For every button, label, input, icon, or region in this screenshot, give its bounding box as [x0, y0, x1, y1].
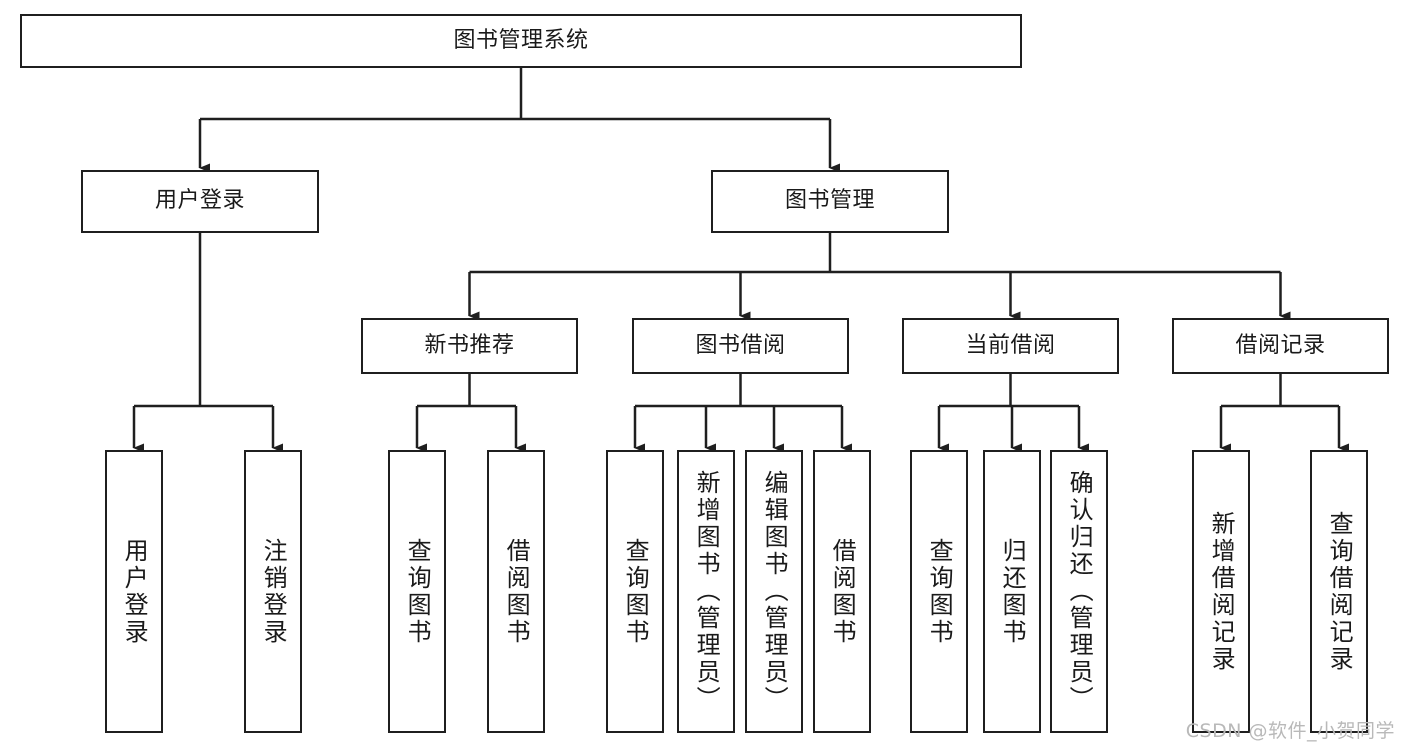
- node-leaf-leaf-query-book-2: 查询图书: [606, 450, 664, 733]
- node-label: 用户登录: [154, 188, 245, 214]
- node-current-borrow: 当前借阅: [902, 318, 1119, 374]
- node-borrow-record: 借阅记录: [1172, 318, 1389, 374]
- node-label: 用户登录: [120, 537, 149, 646]
- node-leaf-leaf-query-book-1: 查询图书: [388, 450, 446, 733]
- node-label: 借阅记录: [1235, 332, 1326, 358]
- node-leaf-leaf-query-record: 查询借阅记录: [1310, 450, 1368, 733]
- node-label: 查询图书: [621, 537, 650, 646]
- node-label: 确认归还（管理员）: [1065, 470, 1094, 713]
- node-label: 归还图书: [998, 537, 1027, 646]
- node-leaf-leaf-confirm-return: 确认归还（管理员）: [1050, 450, 1108, 733]
- node-leaf-leaf-return-book: 归还图书: [983, 450, 1041, 733]
- node-label: 查询借阅记录: [1325, 510, 1354, 673]
- node-leaf-leaf-query-book-3: 查询图书: [910, 450, 968, 733]
- node-label: 查询图书: [925, 537, 954, 646]
- node-label: 查询图书: [403, 537, 432, 646]
- node-label: 图书管理: [784, 188, 875, 214]
- node-label: 新增图书（管理员）: [692, 470, 721, 713]
- watermark-text: CSDN @软件_小贺同学: [1185, 720, 1395, 742]
- node-leaf-leaf-logout: 注销登录: [244, 450, 302, 733]
- node-label: 当前借阅: [965, 332, 1056, 358]
- node-leaf-leaf-add-record: 新增借阅记录: [1192, 450, 1250, 733]
- node-leaf-leaf-add-book: 新增图书（管理员）: [677, 450, 735, 733]
- node-root-root: 图书管理系统: [20, 14, 1022, 68]
- node-book-manage: 图书管理: [711, 170, 949, 233]
- node-label: 图书管理系统: [453, 27, 589, 53]
- node-new-book-recommend: 新书推荐: [361, 318, 578, 374]
- node-user-login: 用户登录: [81, 170, 319, 233]
- node-leaf-leaf-borrow-book-2: 借阅图书: [813, 450, 871, 733]
- node-leaf-leaf-edit-book: 编辑图书（管理员）: [745, 450, 803, 733]
- node-label: 借阅图书: [828, 537, 857, 646]
- node-leaf-leaf-user-login: 用户登录: [105, 450, 163, 733]
- node-label: 新书推荐: [424, 332, 515, 358]
- node-book-borrow: 图书借阅: [632, 318, 849, 374]
- node-label: 图书借阅: [695, 332, 786, 358]
- node-label: 新增借阅记录: [1207, 510, 1236, 673]
- node-label: 编辑图书（管理员）: [760, 470, 789, 713]
- node-label: 注销登录: [259, 537, 288, 646]
- node-label: 借阅图书: [502, 537, 531, 646]
- node-leaf-leaf-borrow-book-1: 借阅图书: [487, 450, 545, 733]
